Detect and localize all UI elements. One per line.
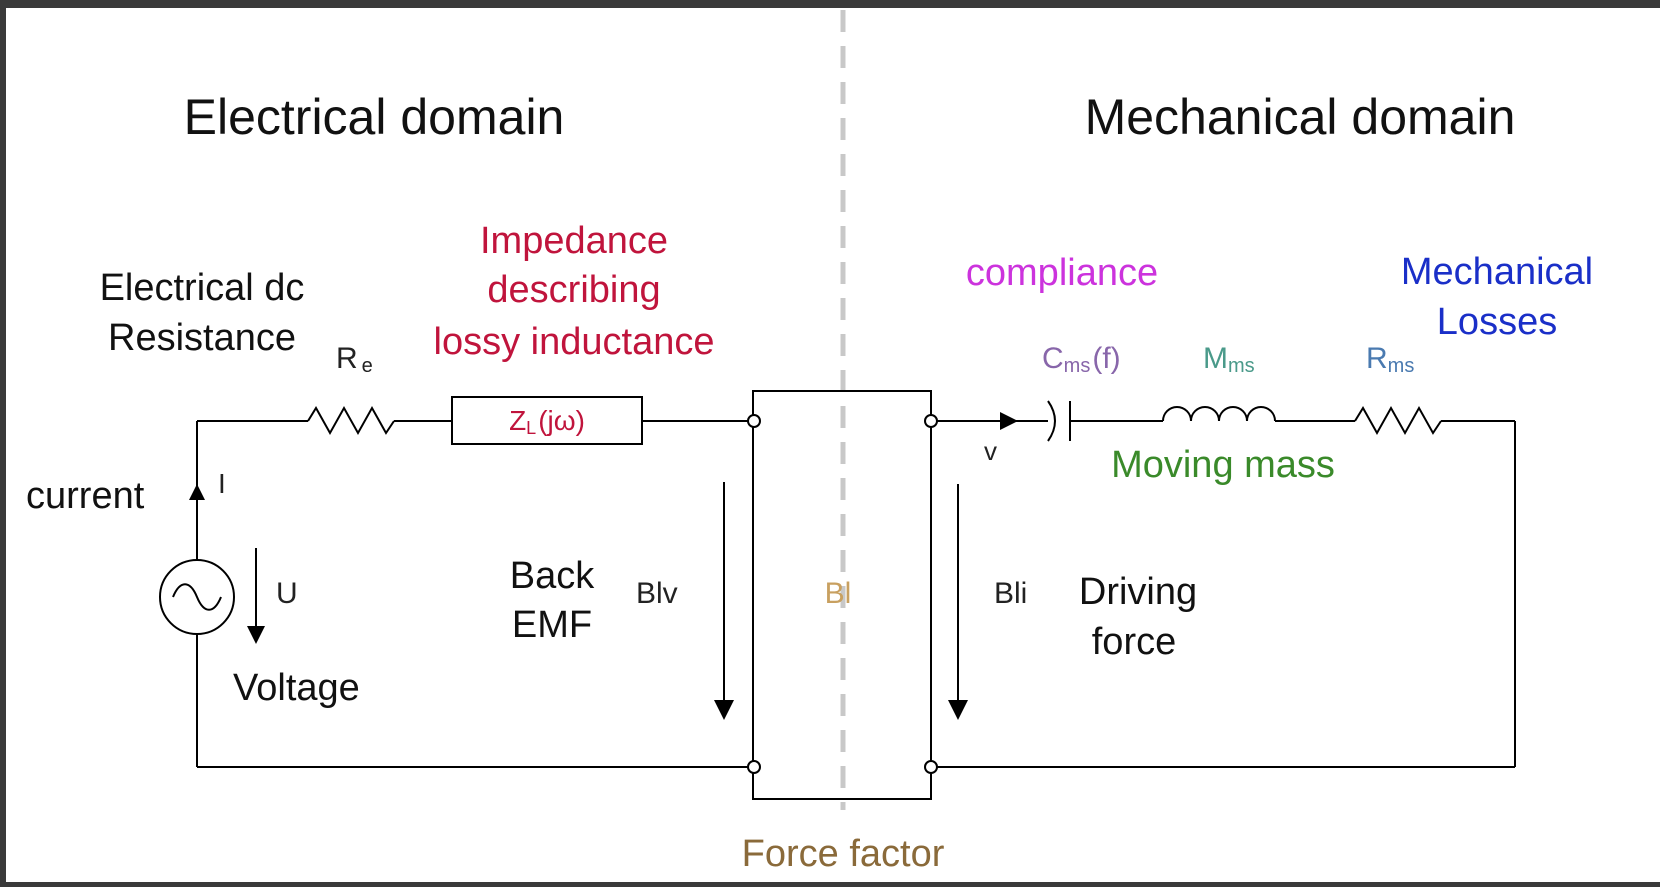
terminal-tr: [924, 414, 938, 428]
blv-label: Blv: [636, 577, 678, 610]
velocity-arrow-icon: [1000, 412, 1018, 430]
back-emf-label-1: Back: [510, 555, 595, 597]
driving-force-label-2: force: [1092, 621, 1176, 663]
dc-resistance-label-2: Resistance: [108, 317, 296, 359]
current-arrow-icon: [189, 484, 205, 500]
mechanical-domain-heading: Mechanical domain: [1085, 89, 1516, 145]
sine-wave-icon: [172, 583, 222, 611]
driving-force-arrow-icon: [948, 700, 968, 720]
gyrator-box: [752, 390, 932, 800]
resistor-rms: [1354, 405, 1442, 436]
terminal-tl: [747, 414, 761, 428]
compliance-label: compliance: [966, 252, 1158, 294]
capacitor-plate-curved: [1047, 400, 1056, 442]
voltage-symbol: U: [276, 577, 298, 610]
mechanical-circuit: [937, 400, 1516, 768]
voltage-label: Voltage: [233, 667, 360, 709]
resistor-re: [307, 405, 395, 436]
impedance-label-2: describing: [487, 269, 660, 311]
velocity-symbol: v: [984, 436, 997, 466]
paper: [6, 8, 1660, 882]
current-symbol: I: [218, 468, 226, 499]
driving-force-label-1: Driving: [1079, 571, 1197, 613]
bli-label: Bli: [994, 577, 1027, 610]
zl-label: ZL(jω): [509, 405, 585, 438]
electrical-domain-heading: Electrical domain: [184, 89, 565, 145]
terminal-bl: [747, 760, 761, 774]
impedance-zl-box: [451, 396, 643, 445]
force-factor-label: Force factor: [742, 833, 945, 875]
mech-losses-label-1: Mechanical: [1401, 251, 1593, 293]
terminal-br: [924, 760, 938, 774]
back-emf-arrow-icon: [714, 700, 734, 720]
gyrator: [747, 390, 938, 800]
impedance-label-1: Impedance: [480, 220, 668, 262]
mech-losses-label-2: Losses: [1437, 301, 1557, 343]
inductor-mms: [1162, 406, 1276, 422]
back-emf-label-2: EMF: [512, 604, 592, 646]
mms-label: Mms: [1203, 342, 1255, 377]
impedance-label-3: lossy inductance: [434, 321, 715, 363]
moving-mass-label: Moving mass: [1111, 444, 1335, 486]
dc-resistance-label-1: Electrical dc: [100, 267, 305, 309]
electrical-circuit: [159, 396, 748, 768]
cms-label: Cms(f): [1042, 342, 1121, 377]
rms-label: Rms: [1366, 342, 1414, 377]
voltage-arrow-icon: [247, 626, 265, 644]
current-label: current: [26, 475, 145, 517]
bl-label: Bl: [825, 577, 852, 610]
